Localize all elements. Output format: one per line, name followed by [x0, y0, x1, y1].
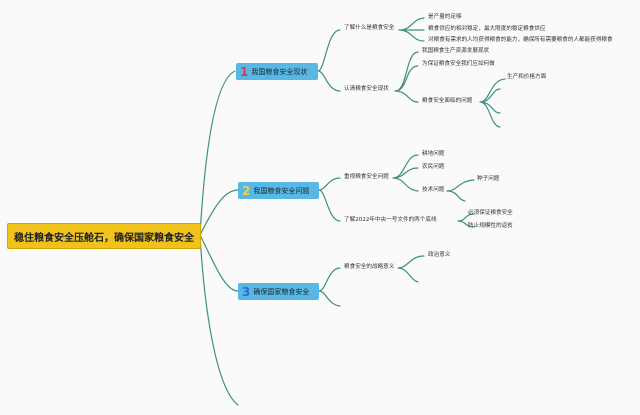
connector-s2-items [394, 51, 419, 103]
connector-b2s1-items [392, 154, 419, 192]
b2-focus-sub-item[interactable]: 种子问题 [477, 176, 500, 182]
b1-status-sub-item[interactable]: 生产和价格方面 [507, 74, 547, 80]
branch-1-number: 1 [240, 64, 249, 79]
b2-topic-two-bottom-lines[interactable]: 了解2022年中央一号文件的两个底线 [344, 217, 437, 223]
b1-topic-current-status[interactable]: 认清粮食安全现状 [344, 86, 389, 92]
branch-2[interactable]: 2 我国粮食安全问题 [238, 182, 319, 199]
b1-what-is-item-2[interactable]: 粮食供应的相对稳定，最大限度的稳定粮食供应 [428, 26, 546, 32]
connector-b3-s1-lower [318, 290, 341, 307]
branch-3-number: 3 [242, 284, 251, 299]
b2-topic-focus[interactable]: 重视粮食安全问题 [344, 174, 389, 180]
connector-root-b2 [199, 189, 239, 236]
connector-root-bottom [199, 234, 239, 406]
b1-topic-what-is[interactable]: 了解什么是粮食安全 [344, 25, 395, 31]
b2-bottom-line-1[interactable]: 必须保证粮食安全 [468, 210, 513, 216]
b2-bottom-line-2[interactable]: 防止规模性的返贫 [468, 223, 513, 229]
connector-b3-s1 [318, 267, 341, 292]
connector-b3s1-items [397, 255, 425, 283]
b2-focus-item-1[interactable]: 耕地问题 [422, 151, 445, 157]
b2-focus-item-2[interactable]: 农民问题 [422, 164, 445, 170]
connector-b1-s1 [317, 29, 341, 72]
branch-2-label: 我国粮食安全问题 [253, 186, 310, 195]
b3-topic-strategic[interactable]: 粮食安全的战略意义 [344, 264, 395, 270]
root-topic[interactable]: 稳住粮食安全压舱石，确保国家粮食安全 [7, 223, 201, 249]
b1-what-is-item-3[interactable]: 对粮食有需求的人均获得粮食的能力，确保所有需要粮食的人都能获得粮食 [428, 37, 613, 43]
connector-s1-items [398, 17, 425, 42]
b1-what-is-item-1[interactable]: 是产量的足够 [428, 14, 462, 20]
connector-b2s2-items [457, 213, 475, 228]
branch-1-label: 我国粮食安全现状 [251, 67, 308, 76]
connector-root-b3 [199, 234, 239, 292]
b3-strategic-item-1[interactable]: 政治意义 [428, 252, 451, 258]
connector-b2-s2 [318, 189, 341, 222]
b1-status-item-1[interactable]: 我国粮食生产资源发展现状 [422, 48, 490, 54]
b1-status-item-3[interactable]: 粮食安全面临的问题 [422, 98, 473, 104]
connector-b2s1-sub [446, 179, 475, 202]
connector-b2-s1 [318, 177, 341, 191]
branch-2-number: 2 [242, 183, 251, 198]
b2-focus-item-3[interactable]: 技术问题 [422, 187, 445, 193]
b1-status-item-2[interactable]: 为保证粮食安全我们应如何做 [422, 61, 495, 67]
branch-3-label: 确保国家粮食安全 [253, 287, 310, 296]
connector-s2-sub [479, 78, 506, 128]
branch-3[interactable]: 3 确保国家粮食安全 [238, 283, 319, 300]
connector-root-b1 [199, 70, 236, 236]
branch-1[interactable]: 1 我国粮食安全现状 [236, 63, 318, 80]
connector-b1-s2 [317, 70, 341, 92]
